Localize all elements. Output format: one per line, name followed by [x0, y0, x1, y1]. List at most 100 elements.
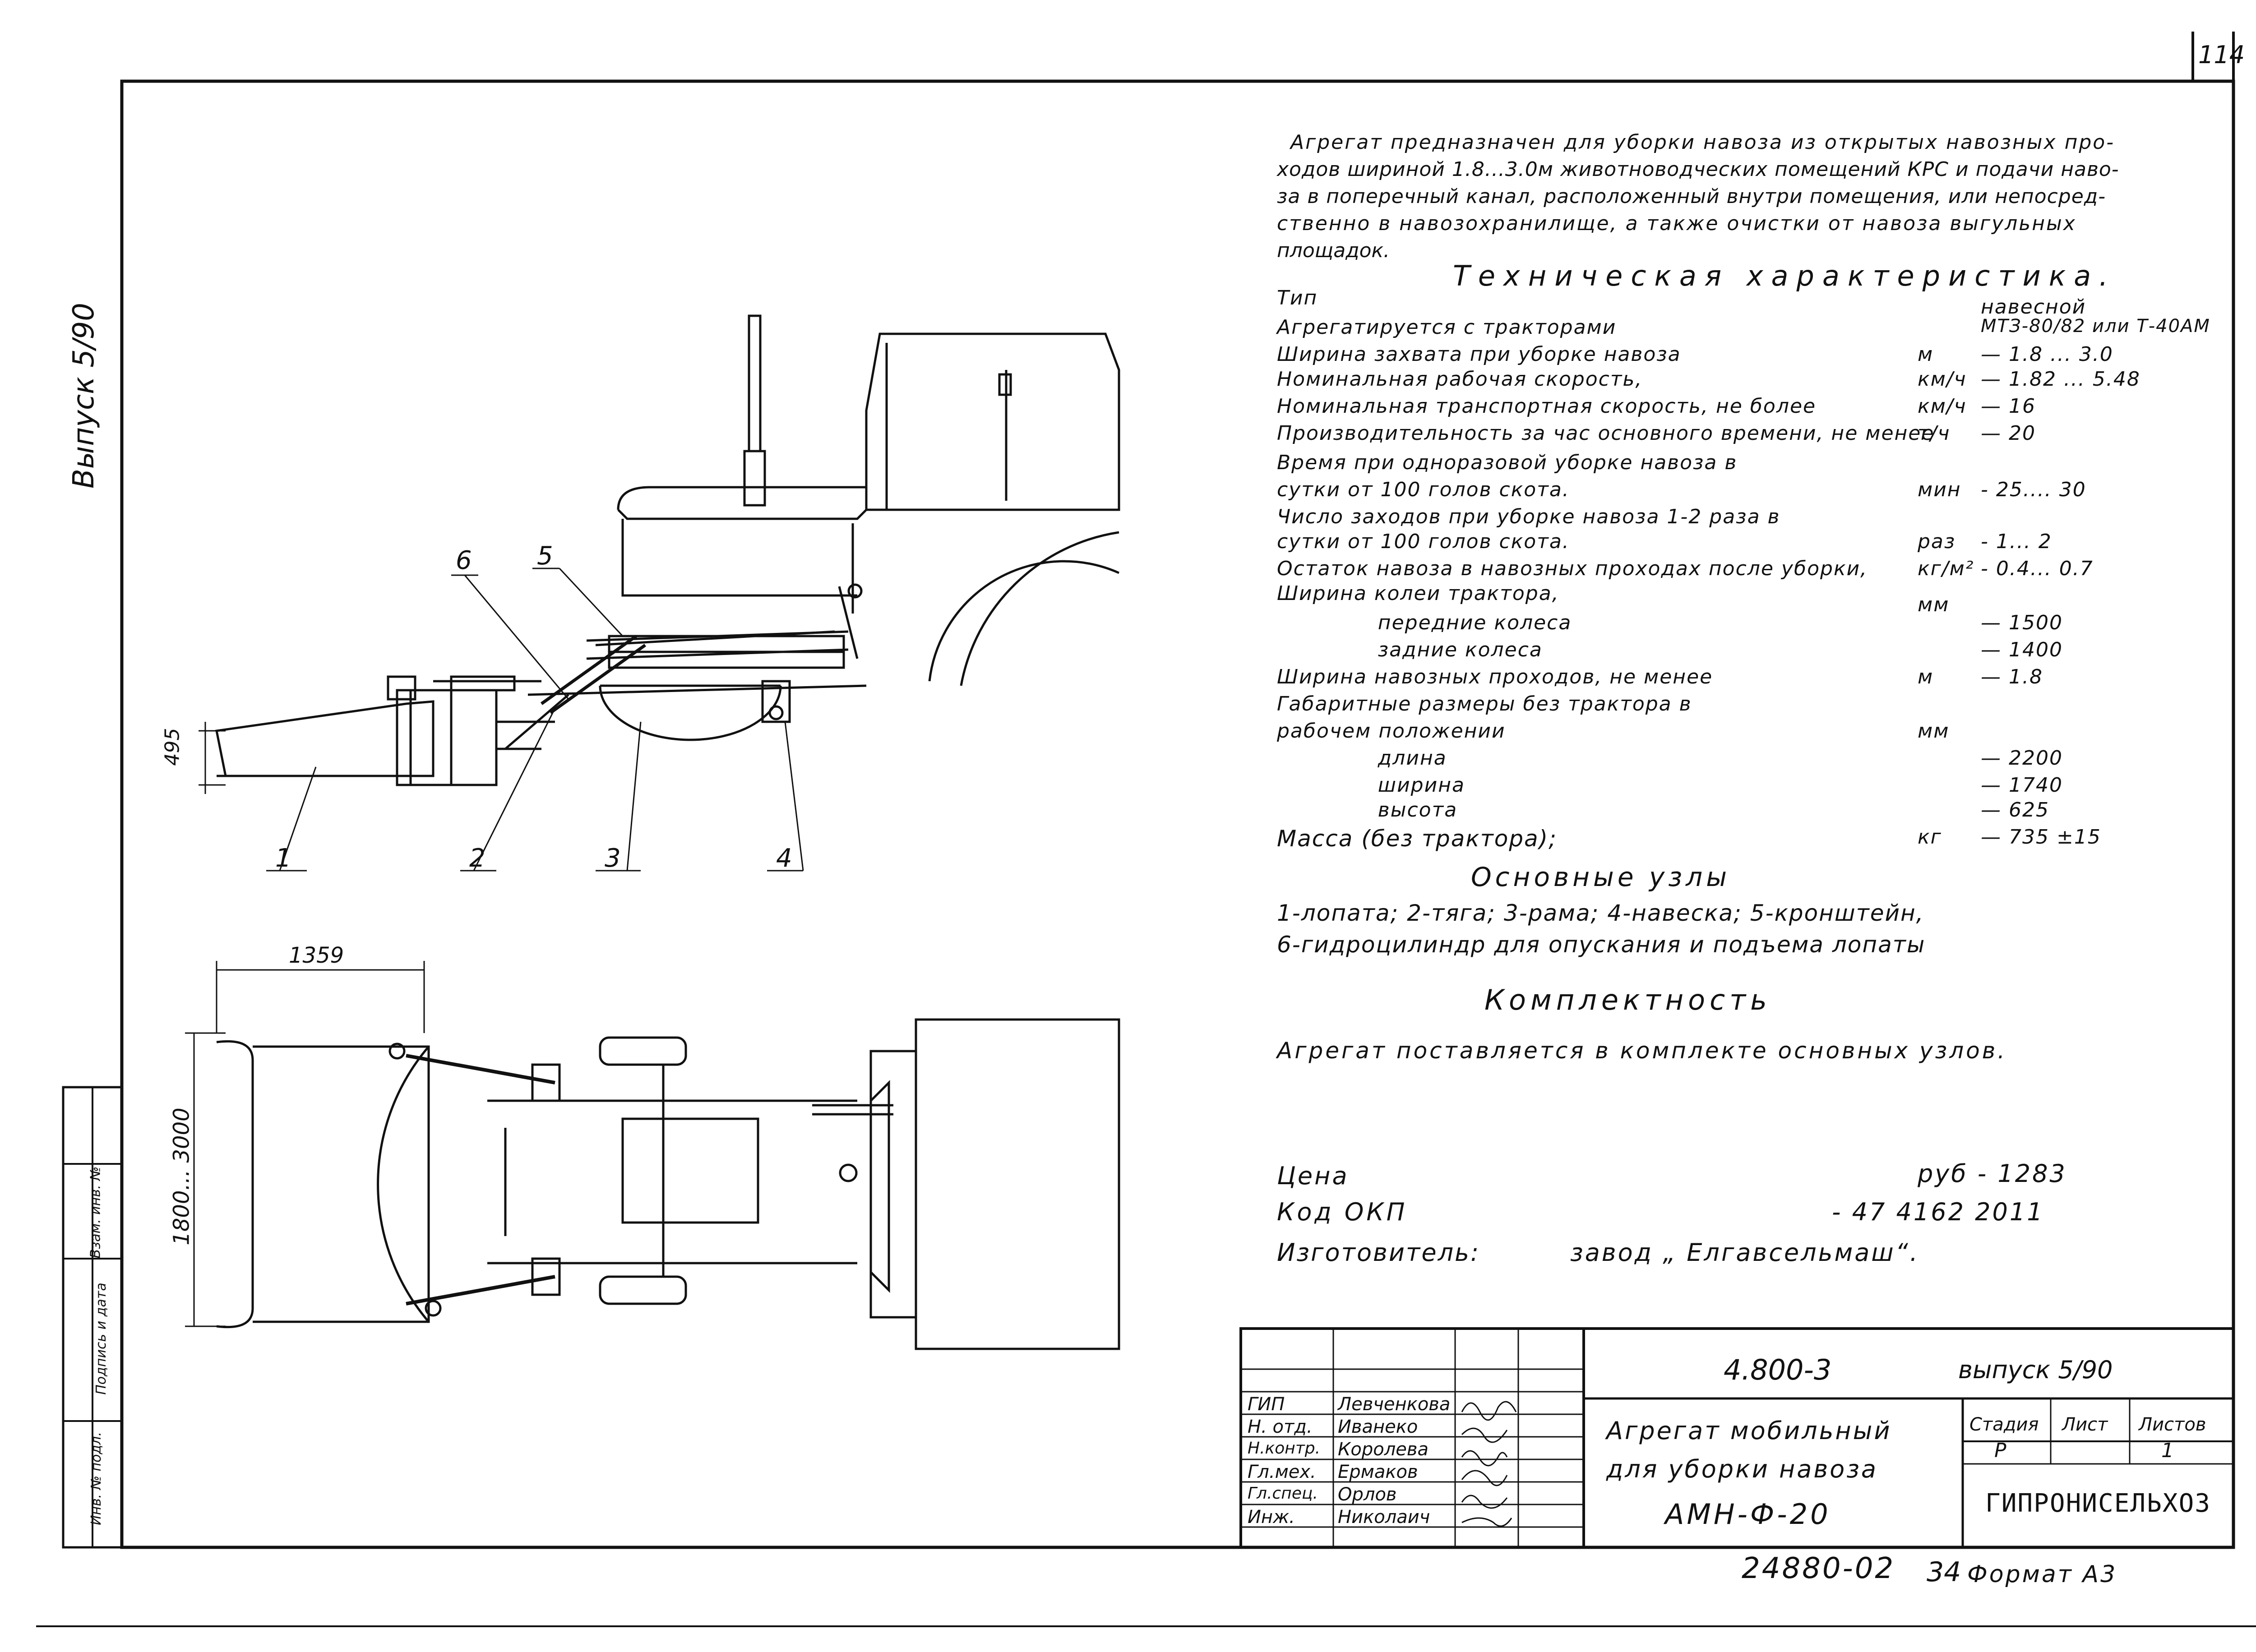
tech-row: Остаток навоза в навозных проходах после…	[1277, 557, 2224, 584]
tech-unit: км/ч	[1918, 395, 1967, 418]
callout-1: 1	[275, 844, 291, 873]
tech-row: Габаритные размеры без трактора в	[1277, 692, 2224, 720]
tech-unit: кг	[1918, 826, 1942, 849]
units-line-2: 6-гидроцилиндр для опускания и подъема л…	[1277, 932, 1926, 958]
tech-value: — 16	[1981, 395, 2036, 418]
tech-value: — 1740	[1981, 774, 2063, 797]
tech-label: Тип	[1277, 286, 1318, 309]
tech-row: высота — 625	[1277, 798, 2224, 826]
tech-unit: раз	[1918, 530, 1956, 553]
tech-unit: т/ч	[1918, 422, 1951, 445]
title-line-2: для уборки навоза	[1606, 1455, 1878, 1483]
tech-label: ширина	[1277, 774, 1465, 797]
callout-6: 6	[456, 546, 472, 575]
description-line: Агрегат предназначен для уборки навоза и…	[1290, 131, 2115, 154]
tech-value: — 1500	[1981, 611, 2063, 634]
archive-number: 24880-02	[1742, 1552, 1895, 1585]
stamp-name: Орлов	[1338, 1484, 1397, 1505]
tech-unit: мин	[1918, 478, 1961, 501]
paper-format: Формат А3	[1967, 1561, 2117, 1588]
stamp-name: Левченкова	[1338, 1394, 1451, 1415]
tech-row: задние колеса— 1400	[1277, 638, 2224, 665]
tech-value: навесной	[1981, 295, 2086, 318]
tech-row: Производительность за час основного врем…	[1277, 422, 2224, 449]
tech-label: Число заходов при уборке навоза 1-2 раза…	[1277, 505, 1780, 528]
price-value: руб - 1283	[1918, 1159, 2067, 1188]
tech-row: Номинальная рабочая скорость, км/ч — 1.82 …	[1277, 368, 2224, 395]
tech-row: Время при одноразовой уборке навоза в	[1277, 451, 2224, 478]
tech-label: Агрегатируется с тракторами	[1277, 316, 1617, 339]
dimension-length: 1359	[289, 943, 344, 968]
maker-label: Изготовитель:	[1277, 1238, 1480, 1267]
tech-label: высота	[1277, 798, 1458, 821]
tech-heading: Техническая характеристика.	[1453, 259, 2116, 292]
tech-value: МТЗ-80/82 или Т-40АМ	[1981, 316, 2210, 337]
tech-value: — 1.8	[1981, 665, 2043, 688]
callout-2: 2	[469, 844, 485, 873]
tech-value: — 1.8 ... 3.0	[1981, 343, 2113, 366]
stage-header: Стадия	[1969, 1414, 2039, 1435]
tech-label: Ширина захвата при уборке навоза	[1277, 343, 1681, 366]
tech-value: — 1400	[1981, 638, 2063, 661]
tech-label: Ширина навозных проходов, не менее	[1277, 665, 1713, 688]
tech-value: — 2200	[1981, 747, 2063, 770]
callout-3: 3	[605, 844, 621, 873]
sheets-value: 1	[2161, 1439, 2174, 1462]
tech-label: Номинальная транспортная скорость, не бо…	[1277, 395, 1817, 418]
stamp-role: Н.контр.	[1248, 1439, 1321, 1458]
tech-unit: кг/м²	[1918, 557, 1974, 580]
sheet-header: Лист	[2062, 1414, 2108, 1435]
callout-4: 4	[776, 844, 792, 873]
tech-label: Масса (без трактора);	[1277, 826, 1558, 852]
tech-label: Остаток навоза в навозных проходах после…	[1277, 557, 1868, 580]
doc-issue: выпуск 5/90	[1958, 1356, 2113, 1384]
tech-row: Ширина захвата при уборке навоза м — 1.8 .…	[1277, 343, 2224, 370]
units-heading: Основные узлы	[1471, 862, 1730, 892]
okp-value: - 47 4162 2011	[1832, 1198, 2044, 1226]
stamp-name: Николаич	[1338, 1507, 1430, 1527]
stamp-role: Гл.мех.	[1248, 1462, 1316, 1482]
stamp-role: Н. отд.	[1248, 1417, 1313, 1437]
tech-row: Ширина колеи трактора,мм	[1277, 582, 2224, 616]
tech-row: сутки от 100 голов скота.раз- 1... 2	[1277, 530, 2224, 557]
description-line: за в поперечный канал, расположенный вну…	[1277, 185, 2106, 208]
tech-label: рабочем положении	[1277, 720, 1506, 743]
tech-label: длина	[1277, 747, 1447, 770]
description-line: ственно в навозохранилище, а также очист…	[1277, 212, 2076, 235]
stamp-role: ГИП	[1248, 1394, 1285, 1415]
organization-name: ГИПРОНИСЕЛЬХОЗ	[1985, 1489, 2211, 1518]
stamp-name: Ермаков	[1338, 1462, 1418, 1482]
kit-heading: Комплектность	[1484, 983, 1771, 1016]
stamp-name: Королева	[1338, 1439, 1428, 1460]
tech-row: длина — 2200	[1277, 747, 2224, 774]
tech-label: сутки от 100 голов скота.	[1277, 478, 1570, 501]
callout-5: 5	[537, 541, 553, 571]
title-line-1: Агрегат мобильный	[1606, 1417, 1892, 1445]
tech-row: ширина — 1740	[1277, 774, 2224, 801]
tech-row: Число заходов при уборке навоза 1-2 раза…	[1277, 505, 2224, 532]
tech-row: Ширина навозных проходов, не менее м — 1.8	[1277, 665, 2224, 692]
tech-label: Время при одноразовой уборке навоза в	[1277, 451, 1738, 474]
tech-label: Габаритные размеры без трактора в	[1277, 692, 1692, 715]
tech-unit: км/ч	[1918, 368, 1967, 391]
tech-value: - 1... 2	[1981, 530, 2052, 553]
tech-row: Номинальная транспортная скорость, не бо…	[1277, 395, 2224, 422]
stamp-name: Иванеко	[1338, 1417, 1418, 1437]
price-label: Цена	[1277, 1162, 1349, 1190]
tech-value: — 1.82 ... 5.48	[1981, 368, 2140, 391]
description-line: площадок.	[1277, 239, 1390, 262]
tech-unit: м	[1918, 343, 1934, 366]
stamp-role: Инж.	[1248, 1507, 1295, 1527]
tech-unit: м	[1918, 665, 1934, 688]
sheet-number: 114	[2198, 41, 2245, 69]
tech-value: - 25.... 30	[1981, 478, 2086, 501]
tech-row: сутки от 100 голов скота. мин - 25.... 30	[1277, 478, 2224, 505]
tech-label: Номинальная рабочая скорость,	[1277, 368, 1643, 391]
doc-code: 4.800-3	[1724, 1353, 1832, 1386]
tech-value: — 625	[1981, 798, 2049, 821]
